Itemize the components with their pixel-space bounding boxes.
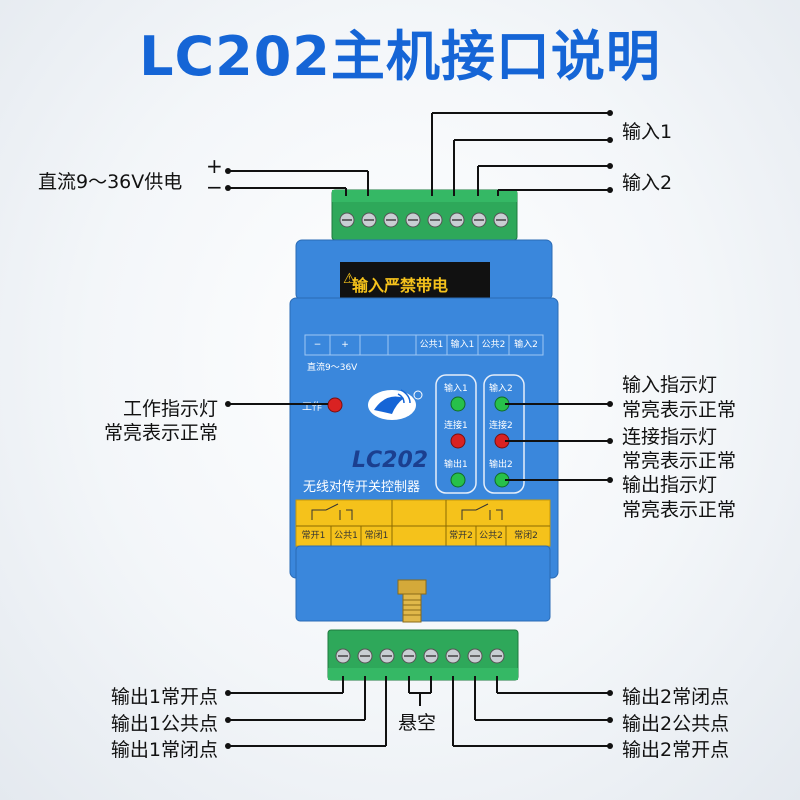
top-cell-input1: 输入1 <box>450 340 475 350</box>
warning-triangle-icon: ⚠ <box>343 271 356 287</box>
bottom-cell-no1: 常开1 <box>301 531 326 541</box>
brand-logo-icon <box>368 389 423 420</box>
floating-callout: 悬空 <box>398 712 437 734</box>
link-led-callout-line2: 常亮表示正常 <box>622 450 737 472</box>
input-led-callout-line2: 常亮表示正常 <box>622 399 737 421</box>
top-terminal-block <box>331 189 518 241</box>
top-cell-common2: 公共2 <box>481 340 506 350</box>
out2-com-callout: 输出2公共点 <box>622 713 730 735</box>
input1-callout: 输入1 <box>622 121 673 143</box>
link-led-callout-line1: 连接指示灯 <box>622 426 718 448</box>
out2-no-callout: 输出2常开点 <box>622 739 730 761</box>
relay2-symbol <box>461 503 503 520</box>
led-label-link2: 连接2 <box>489 421 513 431</box>
bottom-terminal-block <box>327 629 519 681</box>
input2-callout: 输入2 <box>622 172 673 194</box>
led-label-input1: 输入1 <box>444 384 468 394</box>
out2-nc-callout: 输出2常闭点 <box>622 686 730 708</box>
device-subtitle: 无线对传开关控制器 <box>303 480 421 495</box>
out1-nc-callout: 输出1常闭点 <box>110 739 218 761</box>
minus-sign: − <box>206 175 223 199</box>
bottom-cell-com1: 公共1 <box>334 531 358 541</box>
top-cell-minus: − <box>313 340 322 350</box>
device-brand: LC202 <box>352 448 429 473</box>
input-led-callout-line1: 输入指示灯 <box>622 374 718 396</box>
work-led-callout-line1: 工作指示灯 <box>122 398 218 420</box>
led-label-link1: 连接1 <box>444 421 468 431</box>
led-label-output2: 输出2 <box>489 460 513 470</box>
led-label-output1: 输出1 <box>444 460 468 470</box>
input1-led <box>450 396 466 412</box>
output-led-callout-line2: 常亮表示正常 <box>622 499 737 521</box>
top-cell-input2: 输入2 <box>514 340 538 350</box>
plus-sign: + <box>206 154 223 178</box>
link1-led <box>450 433 466 449</box>
led-frame-left <box>435 374 477 494</box>
out1-no-callout: 输出1常开点 <box>110 686 218 708</box>
led-frame-right <box>483 374 525 494</box>
page-title: LC202主机接口说明 <box>139 25 661 88</box>
relay-label-band <box>295 499 551 547</box>
top-cell-plus: + <box>341 340 349 350</box>
work-led-callout-line2: 常亮表示正常 <box>103 422 218 444</box>
bottom-cell-nc1: 常闭1 <box>364 531 389 541</box>
warning-panel <box>340 262 490 300</box>
power-callout: 直流9～36V供电 <box>38 171 183 193</box>
warning-text: 输入严禁带电 <box>352 276 449 295</box>
bottom-cell-no2: 常开2 <box>449 531 473 541</box>
bottom-cell-nc2: 常闭2 <box>514 531 538 541</box>
out1-com-callout: 输出1公共点 <box>110 713 218 735</box>
output1-led <box>450 472 466 488</box>
work-led-label: 工作 <box>302 402 322 413</box>
top-cell-common1: 公共1 <box>419 340 444 350</box>
output-led-callout-line1: 输出指示灯 <box>622 474 718 496</box>
led-label-input2: 输入2 <box>489 384 513 394</box>
bottom-cell-com2: 公共2 <box>479 531 503 541</box>
antenna-connector-icon <box>397 579 427 623</box>
power-note: 直流9～36V <box>307 363 358 373</box>
relay1-symbol <box>311 503 353 520</box>
